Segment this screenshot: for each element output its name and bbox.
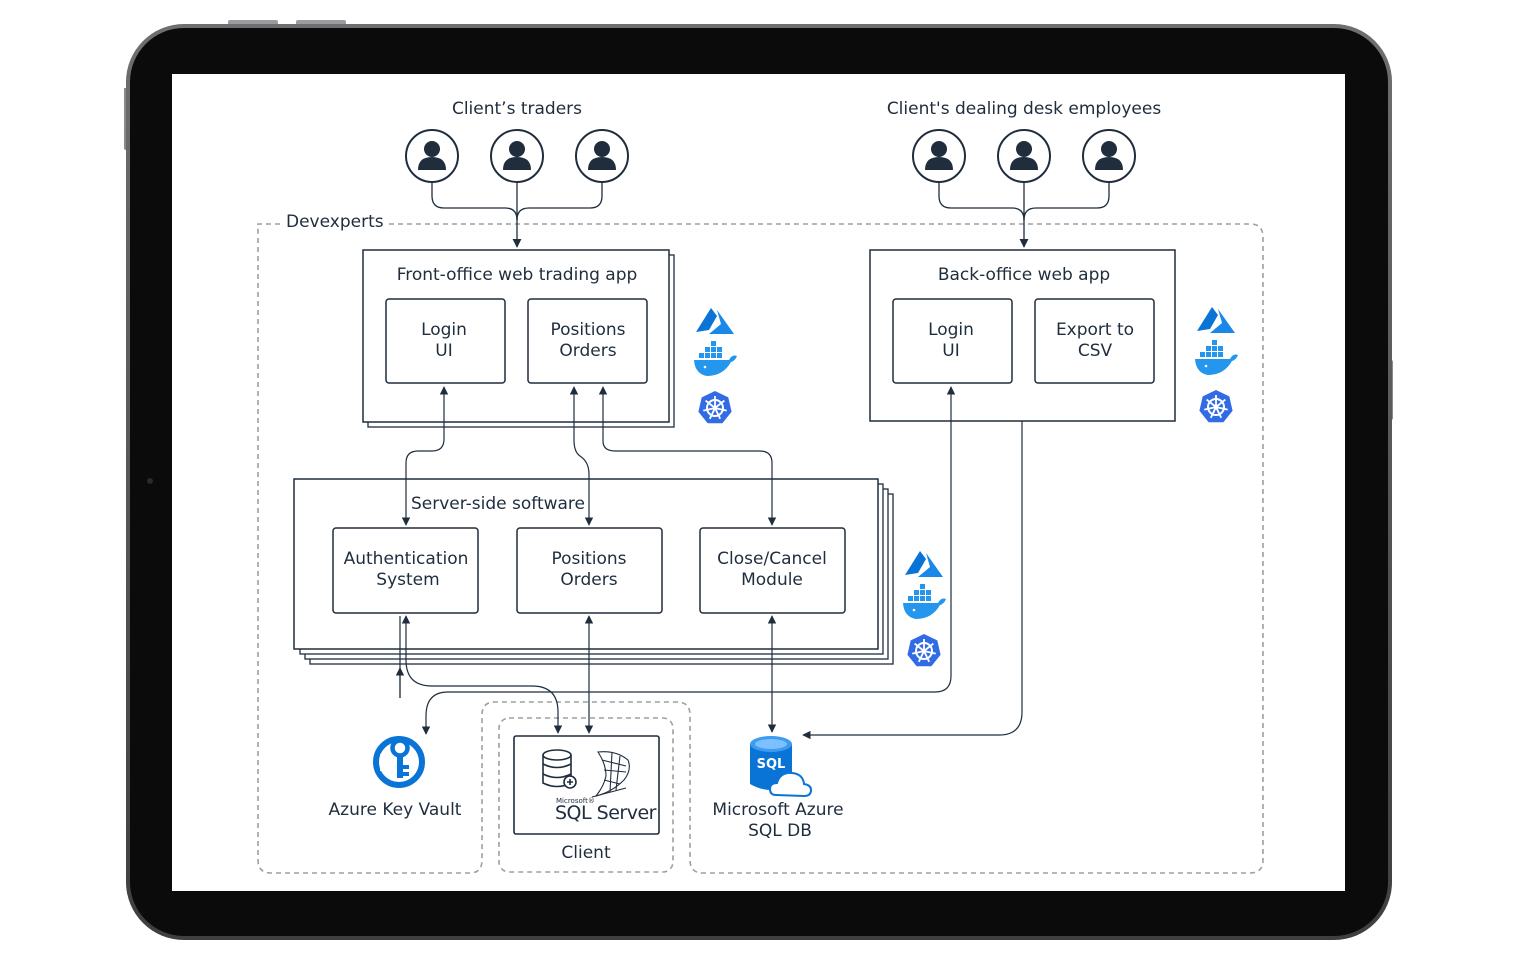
svg-text:Module: Module: [741, 570, 803, 590]
user-icon: [575, 129, 629, 183]
svg-text:Orders: Orders: [560, 570, 617, 590]
front-office-positions-orders: Positions Orders: [527, 298, 648, 384]
server-positions-orders: Positions Orders: [516, 527, 663, 614]
user-icon: [490, 129, 544, 183]
svg-text:Login: Login: [928, 320, 974, 340]
client-label: Client: [561, 843, 611, 863]
docker-icon: [903, 584, 946, 619]
svg-text:Close/Cancel: Close/Cancel: [717, 549, 827, 569]
authentication-system: Authentication System: [332, 527, 479, 614]
front-office-login-ui: Login UI: [385, 298, 506, 384]
azure-icon: [905, 551, 943, 577]
traders-label: Client’s traders: [452, 99, 582, 119]
svg-text:Export to: Export to: [1056, 320, 1134, 340]
svg-text:UI: UI: [435, 341, 452, 361]
svg-text:Authentication: Authentication: [344, 549, 469, 569]
back-office-login-ui: Login UI: [892, 298, 1013, 384]
server-side-title: Server-side software: [411, 494, 585, 514]
tech-stack: [694, 308, 737, 424]
svg-text:Positions: Positions: [551, 549, 626, 569]
svg-text:CSV: CSV: [1078, 341, 1113, 361]
back-office-export-csv: Export to CSV: [1034, 298, 1155, 384]
kubernetes-icon: [698, 391, 732, 424]
front-office-title: Front-office web trading app: [397, 265, 638, 285]
kubernetes-icon: [1199, 390, 1233, 423]
key-vault-icon: [373, 736, 425, 788]
user-icon: [912, 129, 966, 183]
user-icon: [1082, 129, 1136, 183]
user-icon: [997, 129, 1051, 183]
back-office-title: Back-office web app: [938, 265, 1110, 285]
svg-text:UI: UI: [942, 341, 959, 361]
azure-sql-label-line1: Microsoft Azure: [712, 800, 843, 820]
svg-text:Orders: Orders: [559, 341, 616, 361]
tech-stack: [903, 551, 946, 667]
close-cancel-module: Close/Cancel Module: [699, 527, 846, 614]
docker-icon: [1195, 340, 1238, 375]
docker-icon: [694, 341, 737, 376]
connectors: [395, 386, 1023, 740]
azure-sql-label-line2: SQL DB: [748, 821, 812, 841]
dealing-desk-connectors: [938, 182, 1110, 248]
tech-stack: [1195, 307, 1238, 423]
sql-server-icon: [591, 751, 630, 798]
database-icon: [542, 749, 577, 789]
svg-text:SQL: SQL: [757, 757, 786, 772]
kubernetes-icon: [907, 634, 941, 667]
svg-text:Positions: Positions: [550, 320, 625, 340]
sql-server-box: Microsoft® SQL Server: [513, 735, 660, 835]
azure-sql-icon: SQL: [750, 736, 813, 798]
azure-icon: [696, 308, 734, 334]
svg-text:Login: Login: [421, 320, 467, 340]
dealing-desk-label: Client's dealing desk employees: [887, 99, 1162, 119]
user-icon: [405, 129, 459, 183]
svg-text:System: System: [376, 570, 439, 590]
traders-connectors: [431, 182, 603, 248]
azure-icon: [1197, 307, 1235, 333]
sql-server-name: SQL Server: [555, 802, 657, 824]
key-vault-label: Azure Key Vault: [329, 800, 462, 820]
sql-server-small: Microsoft®: [556, 797, 595, 805]
devexperts-label: Devexperts: [286, 212, 384, 232]
